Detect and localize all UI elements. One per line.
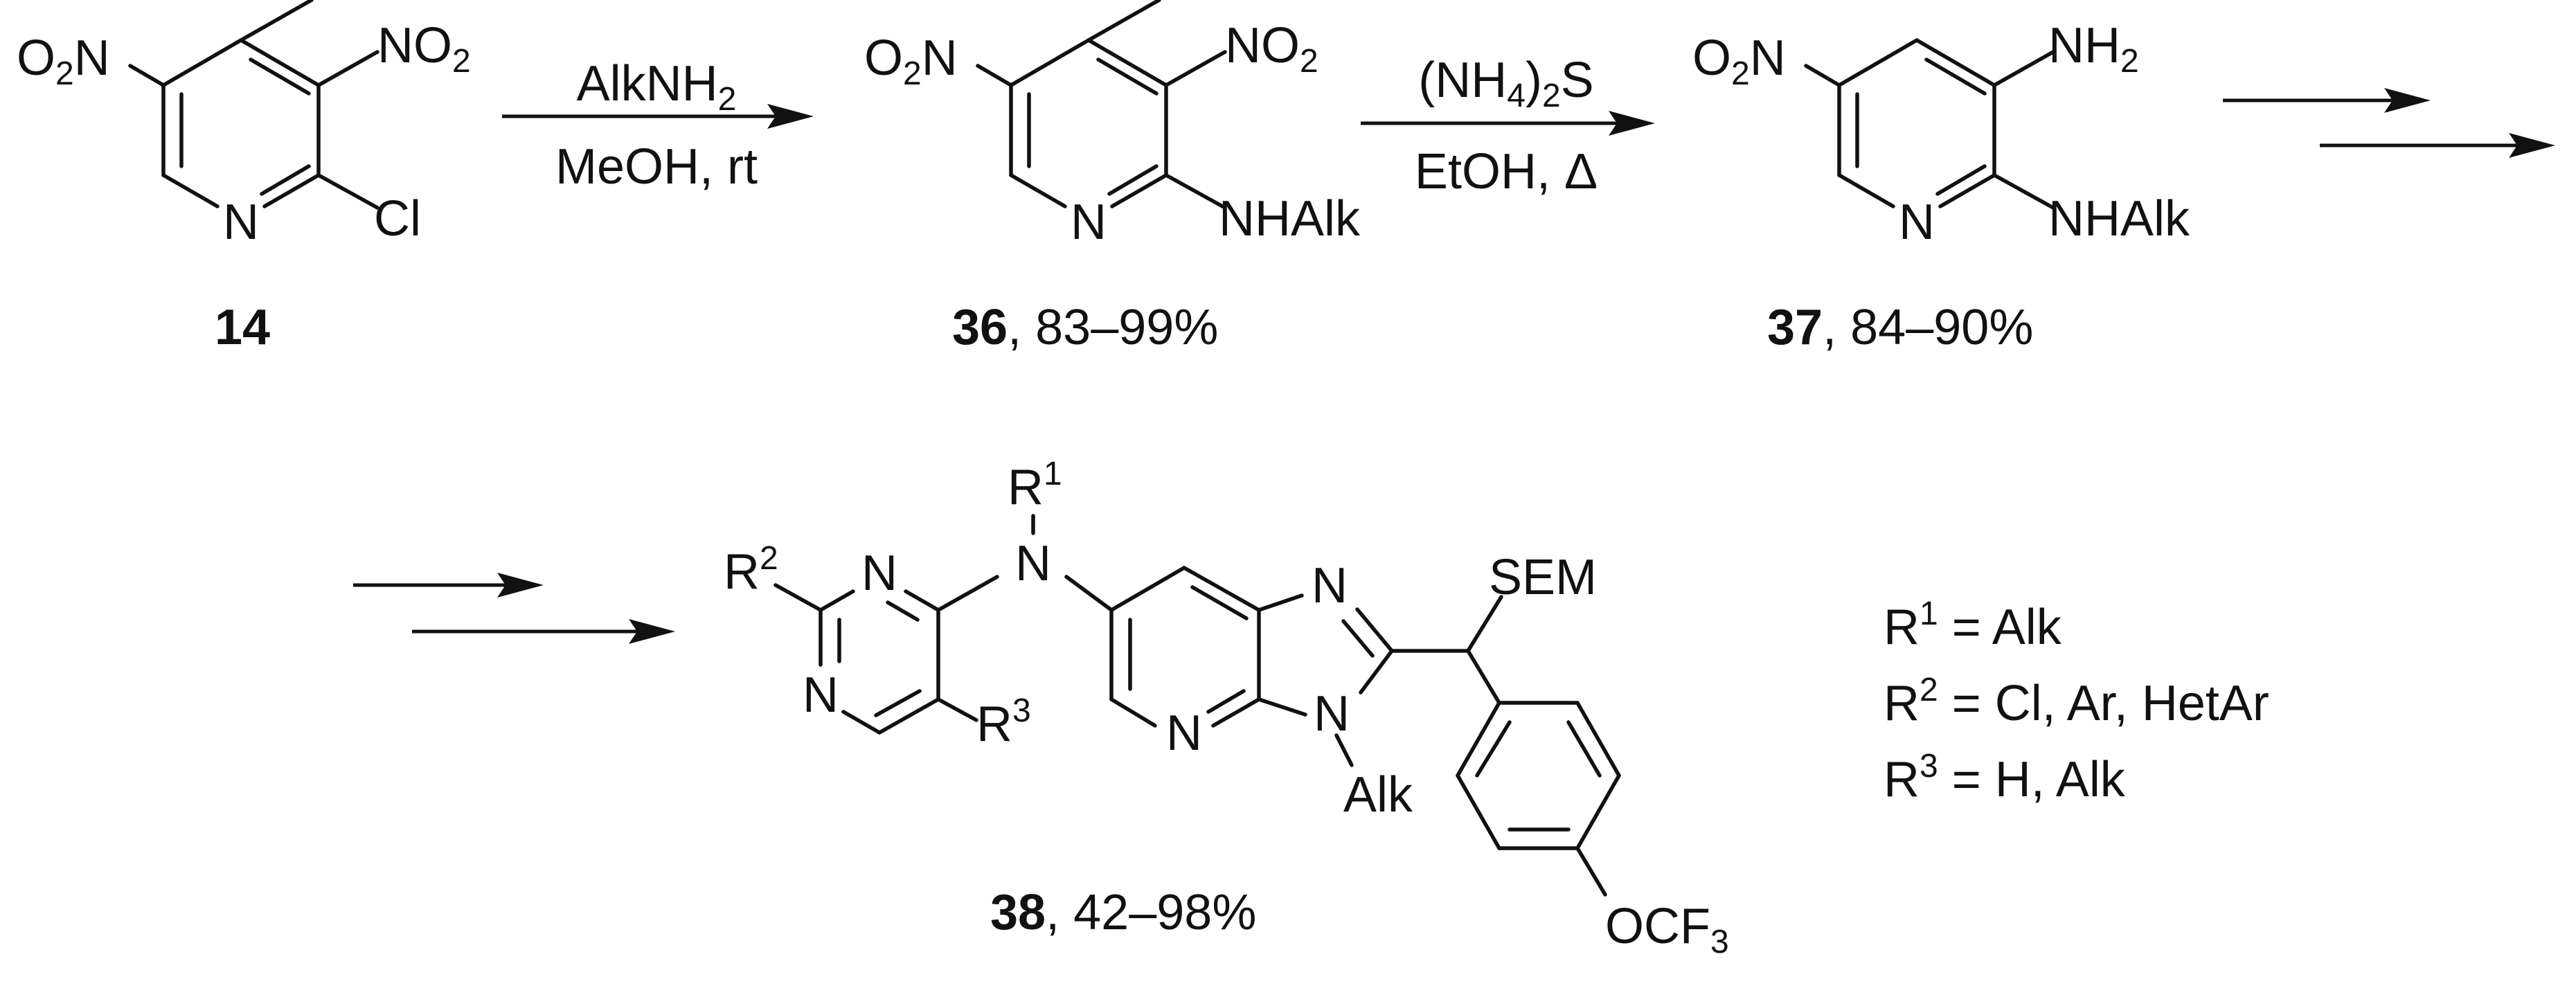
- compound-36-caption: 36, 83–99%: [952, 300, 1218, 355]
- compound-37-bonds: [1804, 38, 2055, 210]
- compound-37: O2N NH2 N NHAlk 37, 84–90%: [1692, 18, 2190, 355]
- compound-14-nitro-left: O2N: [17, 30, 110, 92]
- compound-38-pyridine-n: N: [1166, 706, 1202, 761]
- compound-38-r3: R3: [976, 692, 1031, 752]
- compound-38-amine-n: N: [1015, 536, 1051, 591]
- multistep-arrows-right: [2223, 88, 2555, 158]
- compound-37-amino: NH2: [2048, 18, 2139, 80]
- compound-14-label: 14: [215, 300, 270, 355]
- compound-36-nitro-right: NO2: [1225, 18, 1318, 80]
- compound-38-caption: 38, 42–98%: [990, 885, 1256, 940]
- compound-14-cl: Cl: [374, 191, 421, 247]
- compound-38: R2 N N R3 N R1 N N N Alk SEM OCF3 38, 42…: [724, 456, 1729, 960]
- multistep-arrows-left: [353, 573, 675, 644]
- compound-38-r2: R2: [724, 540, 778, 600]
- compound-38-pyrimidine-n1: N: [861, 546, 897, 601]
- compound-36-nhalk: NHAlk: [1219, 191, 1361, 247]
- compound-36-ring-n: N: [1071, 195, 1107, 250]
- compound-14-ring-n: N: [223, 195, 259, 250]
- definition-r2: R2 = Cl, Ar, HetAr: [1884, 672, 2269, 731]
- compound-14: O2N NO2 N Cl 14: [17, 0, 471, 355]
- compound-14-nitro-right: NO2: [377, 18, 471, 80]
- r-group-definitions: R1 = Alk R2 = Cl, Ar, HetAr R3 = H, Alk: [1884, 595, 2269, 807]
- compound-38-bonds: [773, 514, 1621, 897]
- compound-36-nitro-left: O2N: [864, 30, 958, 92]
- definition-r3: R3 = H, Alk: [1884, 748, 2126, 807]
- compound-37-ring-n: N: [1899, 195, 1935, 250]
- step2-reagent: (NH4)2S: [1418, 53, 1593, 114]
- compound-38-imidazole-n3: N: [1314, 686, 1350, 742]
- compound-37-caption: 37, 84–90%: [1767, 300, 2033, 355]
- step1-conditions: MeOH, rt: [555, 139, 758, 195]
- compound-38-alk: Alk: [1343, 767, 1413, 823]
- compound-38-imidazole-n1: N: [1312, 558, 1348, 613]
- compound-37-nhalk: NHAlk: [2048, 191, 2190, 247]
- compound-38-sem: SEM: [1489, 550, 1597, 605]
- step2-conditions: EtOH, Δ: [1415, 144, 1598, 199]
- compound-38-r1: R1: [1008, 456, 1062, 515]
- compound-36: O2N NO2 N NHAlk 36, 83–99%: [864, 0, 1361, 355]
- compound-38-pyrimidine-n3: N: [803, 667, 839, 723]
- compound-36-bonds: [976, 0, 1227, 210]
- step1-reagent: AlkNH2: [577, 56, 737, 118]
- reaction-arrow-1: AlkNH2 MeOH, rt: [502, 56, 814, 195]
- compound-38-ocf3: OCF3: [1605, 899, 1729, 960]
- compound-37-nitro-left: O2N: [1692, 30, 1786, 92]
- compound-14-bonds: [128, 0, 379, 210]
- definition-r1: R1 = Alk: [1884, 595, 2062, 655]
- reaction-arrow-2: (NH4)2S EtOH, Δ: [1361, 53, 1655, 199]
